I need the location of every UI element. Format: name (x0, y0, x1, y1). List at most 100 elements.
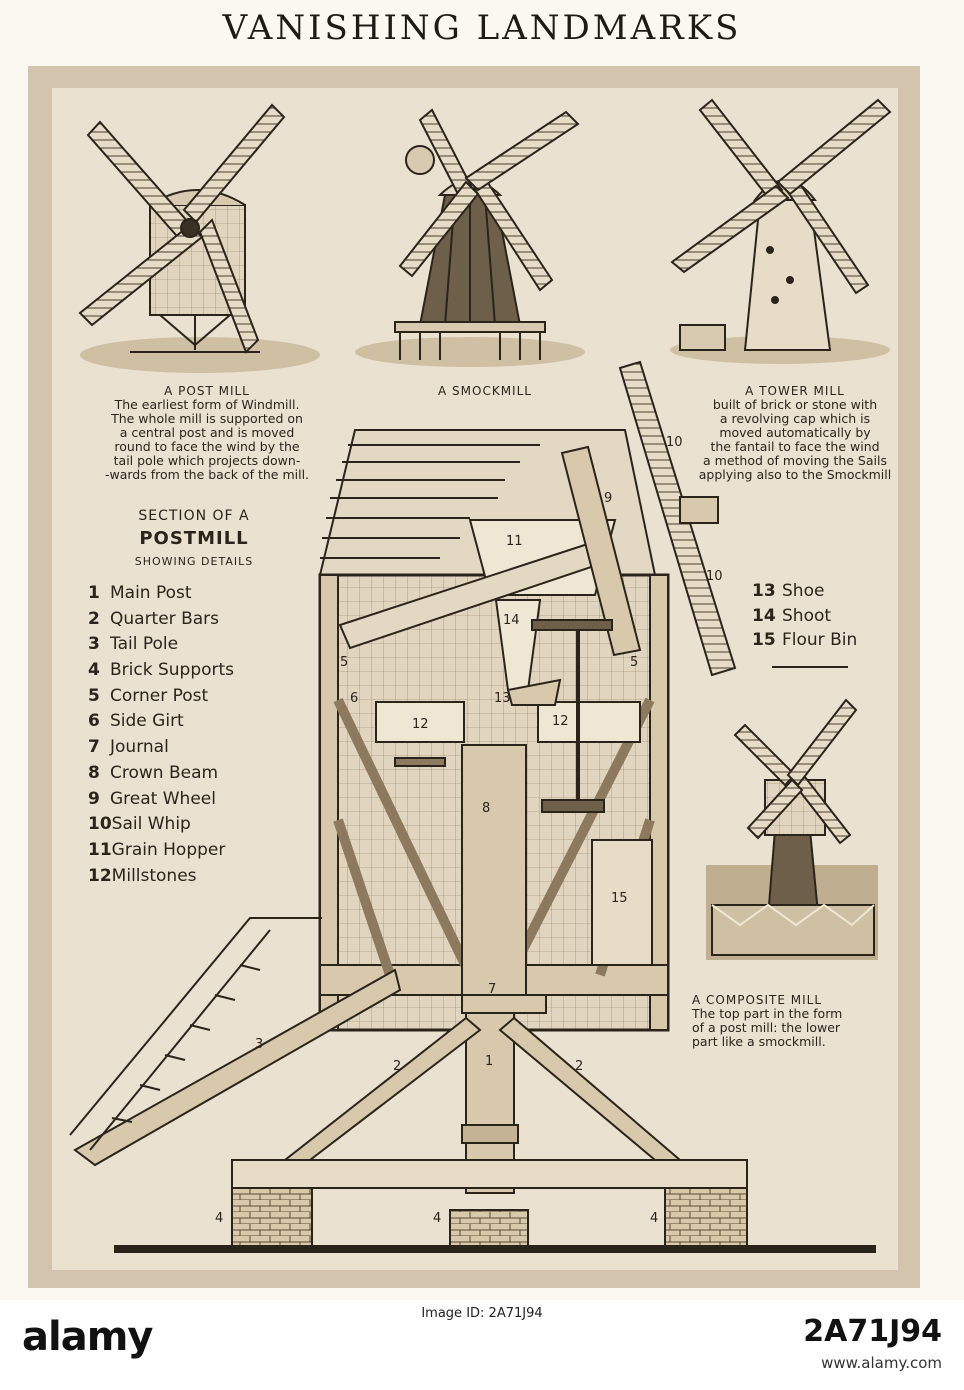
legend-item: 14 Shoot (752, 604, 857, 629)
image-id-label: Image ID: 2A71J94 (421, 1306, 543, 1321)
legend-heading-line-3: SHOWING DETAILS (134, 555, 254, 568)
post-mill-illustration (78, 103, 320, 373)
legend-item: 5 Corner Post (88, 684, 234, 710)
tower-mill-illustration (670, 98, 892, 364)
legend-item: 4 Brick Supports (88, 658, 234, 684)
legend-item-label: Side Girt (110, 711, 184, 732)
legend-item-label: Tail Pole (110, 634, 179, 655)
alamy-logo: alamy (22, 1314, 153, 1360)
legend-item-label: Shoot (782, 605, 832, 626)
legend-heading: SECTION OF A POSTMILL SHOWING DETAILS (84, 508, 304, 568)
label-millstone-left: 12 (412, 717, 429, 732)
tower-mill-caption-title: A TOWER MILL (745, 384, 845, 398)
legend-item-number: 10 (88, 814, 112, 835)
legend-item: 1 Main Post (88, 581, 234, 607)
label-journal: 7 (488, 982, 496, 997)
legend-item: 13 Shoe (752, 579, 857, 604)
label-crown-beam: 8 (482, 801, 490, 816)
legend-item-label: Shoe (782, 581, 825, 601)
label-brick-right: 4 (650, 1211, 658, 1226)
composite-mill-illustration (706, 698, 878, 960)
legend-item-number: 12 (88, 865, 112, 886)
legend-item-number: 9 (88, 788, 100, 809)
legend-divider (772, 666, 848, 668)
page-title: VANISHING LANDMARKS (222, 8, 742, 48)
tower-mill-caption-line: applying also to the Smockmill (698, 467, 892, 482)
legend-item-label: Brick Supports (110, 660, 235, 681)
label-shoot: 14 (503, 613, 520, 628)
tower-mill-caption-line: a revolving cap which is (719, 411, 871, 426)
legend-item-number: 15 (752, 630, 776, 650)
legend-item-number: 2 (88, 608, 100, 629)
label-brick-center: 4 (433, 1211, 441, 1226)
tower-mill-caption-line: built of brick or stone with (712, 397, 878, 412)
legend-item-label: Millstones (111, 865, 197, 886)
label-corner-post-right: 5 (630, 655, 638, 670)
label-great-wheel: 9 (604, 491, 612, 506)
label-flour-bin: 15 (611, 891, 628, 906)
legend-item-number: 14 (752, 605, 776, 626)
composite-mill-caption-line: part like a smockmill. (692, 1034, 826, 1049)
legend-item-label: Sail Whip (111, 814, 191, 835)
label-tail-pole: 3 (255, 1037, 263, 1052)
label-quarter-bar-left: 2 (393, 1059, 401, 1074)
legend-heading-line-1: SECTION OF A (138, 508, 250, 524)
legend-item-number: 5 (88, 685, 100, 706)
stock-footer-bar: alamy Image ID: 2A71J94 2A71J94 www.alam… (0, 1300, 964, 1390)
label-shoe: 13 (494, 691, 511, 706)
legend-item-number: 11 (88, 839, 112, 860)
legend-item: 10Sail Whip (88, 812, 234, 838)
post-mill-caption-line: round to face the wind by the (114, 439, 300, 454)
legend-item: 12Millstones (88, 864, 234, 890)
legend-item: 2 Quarter Bars (88, 607, 234, 633)
post-mill-caption-line: a central post and is moved (119, 425, 295, 440)
legend-item-label: Crown Beam (110, 762, 219, 783)
legend-item: 3 Tail Pole (88, 632, 234, 658)
legend-item-number: 1 (88, 583, 100, 603)
label-quarter-bar-right: 2 (575, 1059, 583, 1074)
label-millstone-right: 12 (552, 714, 569, 729)
tower-mill-caption: A TOWER MILL built of brick or stone wit… (680, 384, 910, 482)
legend-item-number: 13 (752, 581, 776, 601)
legend-item: 11Grain Hopper (88, 838, 234, 864)
tower-mill-caption-line: the fantail to face the wind (710, 439, 880, 454)
composite-mill-caption-line: of a post mill: the lower (692, 1020, 841, 1035)
legend-item: 7 Journal (88, 735, 234, 761)
smock-mill-caption-title: A SMOCKMILL (438, 384, 532, 398)
legend-item-label: Journal (110, 737, 169, 758)
composite-mill-caption-line: The top part in the form (692, 1006, 843, 1021)
composite-mill-caption: A COMPOSITE MILL The top part in the for… (692, 993, 902, 1049)
legend-list-right: 13 Shoe 14 Shoot 15 Flour Bin (752, 579, 857, 653)
legend-item-label: Corner Post (110, 685, 209, 706)
smock-mill-caption: A SMOCKMILL (400, 384, 570, 398)
post-mill-caption-title: A POST MILL (164, 384, 250, 398)
legend-item-number: 3 (88, 634, 100, 655)
label-brick-left: 4 (215, 1211, 223, 1226)
legend-item-number: 7 (88, 737, 100, 758)
legend-item-number: 6 (88, 711, 100, 732)
label-sail-whip-top: 10 (666, 435, 683, 450)
legend-item: 8 Crown Beam (88, 761, 234, 787)
legend-item-number: 4 (88, 660, 100, 681)
tower-mill-caption-line: moved automatically by (719, 425, 871, 440)
smock-mill-illustration (355, 108, 585, 367)
diagram-number-labels: 1 2 2 3 4 4 4 5 5 6 7 8 9 10 10 11 12 12… (215, 435, 723, 1226)
legend-item-label: Main Post (110, 583, 192, 603)
tower-mill-caption-line: a method of moving the Sails (703, 453, 887, 468)
label-side-girt: 6 (350, 691, 358, 706)
post-mill-caption-line: -wards from the back of the mill. (104, 467, 310, 482)
legend-item-label: Grain Hopper (111, 839, 226, 860)
label-corner-post-left: 5 (340, 655, 348, 670)
label-main-post: 1 (485, 1054, 493, 1069)
legend-item-label: Quarter Bars (110, 608, 220, 629)
legend-item-number: 8 (88, 762, 100, 783)
postmill-section-diagram (69, 360, 876, 1253)
label-grain-hopper: 11 (506, 534, 523, 549)
post-mill-caption: A POST MILL The earliest form of Windmil… (62, 384, 352, 482)
legend-heading-line-2: POSTMILL (139, 528, 249, 549)
legend-item-label: Flour Bin (782, 630, 858, 650)
legend-list: 1 Main Post 2 Quarter Bars 3 Tail Pole 4 Bri… (88, 581, 234, 889)
site-url: www.alamy.com (821, 1354, 942, 1372)
windmill-illustration: 1 2 2 3 4 4 4 5 5 6 7 8 9 10 10 11 12 12… (69, 98, 892, 1253)
